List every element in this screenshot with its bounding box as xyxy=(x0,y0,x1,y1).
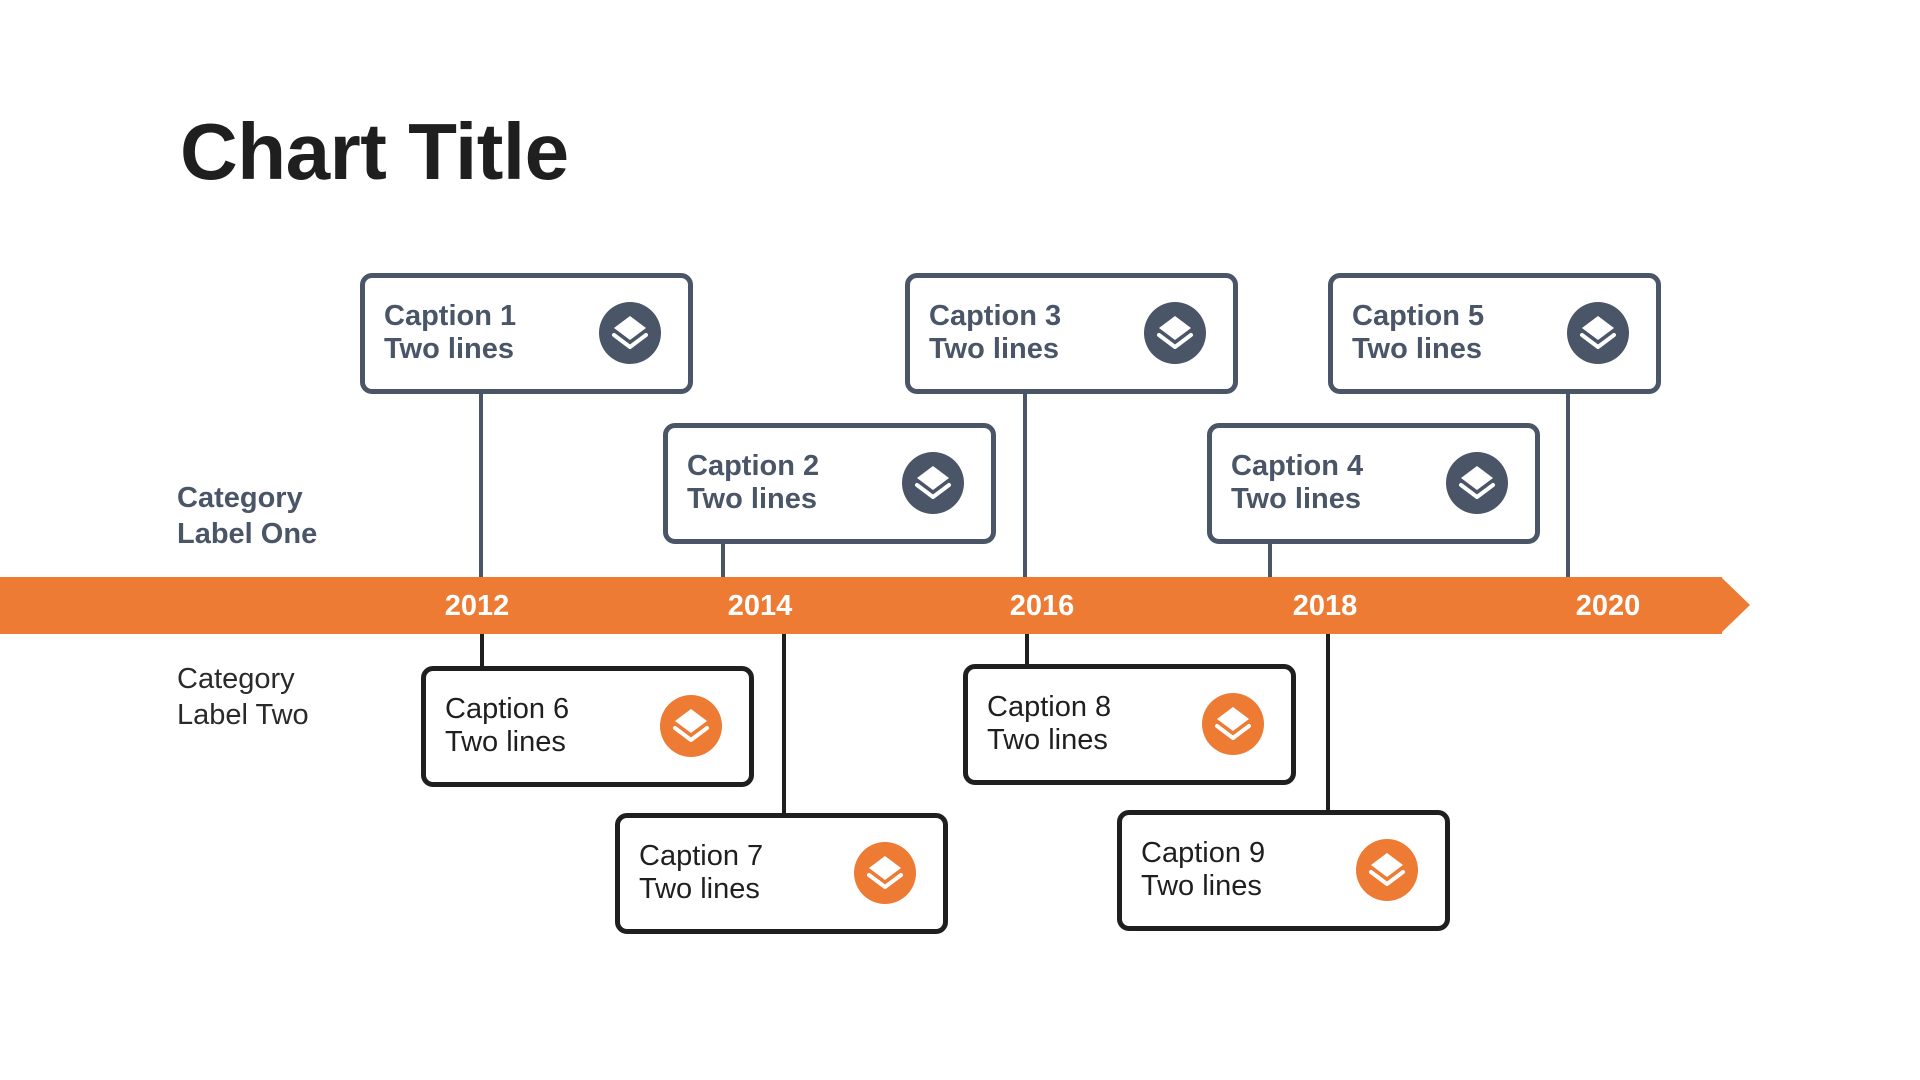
caption-card-9: Caption 9 Two lines xyxy=(1117,810,1450,931)
caption-4-title: Caption 4 xyxy=(1231,450,1364,482)
layers-icon xyxy=(854,842,916,904)
caption-5-subtitle: Two lines xyxy=(1352,333,1482,365)
caption-9-subtitle: Two lines xyxy=(1141,870,1262,902)
caption-card-5: Caption 5 Two lines xyxy=(1328,273,1661,394)
caption-4-subtitle: Two lines xyxy=(1231,483,1361,515)
layers-icon xyxy=(902,452,964,514)
caption-8-subtitle: Two lines xyxy=(987,724,1108,756)
timeline-arrow-head xyxy=(1721,577,1750,633)
category-label-two: Category Label Two xyxy=(177,663,309,731)
caption-9-title: Caption 9 xyxy=(1141,837,1266,869)
caption-card-1: Caption 1 Two lines xyxy=(360,273,693,394)
category-label-one: Category Label One xyxy=(177,482,318,550)
caption-1-title: Caption 1 xyxy=(384,300,517,332)
connector-caption-7 xyxy=(782,630,786,820)
year-label-2018: 2018 xyxy=(1292,590,1358,622)
connector-caption-2 xyxy=(721,540,725,580)
year-label-2016: 2016 xyxy=(1009,590,1075,622)
connector-caption-8 xyxy=(1025,630,1029,670)
caption-2-subtitle: Two lines xyxy=(687,483,817,515)
connector-caption-5 xyxy=(1566,390,1570,580)
caption-card-2: Caption 2 Two lines xyxy=(663,423,996,544)
caption-card-4: Caption 4 Two lines xyxy=(1207,423,1540,544)
year-label-2014: 2014 xyxy=(727,590,793,622)
connector-caption-3 xyxy=(1023,390,1027,580)
layers-icon xyxy=(599,302,661,364)
caption-6-title: Caption 6 xyxy=(445,693,570,725)
caption-card-8: Caption 8 Two lines xyxy=(963,664,1296,785)
year-label-2012: 2012 xyxy=(444,590,510,622)
caption-2-title: Caption 2 xyxy=(687,450,820,482)
chart-title: Chart Title xyxy=(180,107,569,196)
connector-caption-6 xyxy=(480,630,484,670)
caption-7-title: Caption 7 xyxy=(639,840,764,872)
connector-caption-4 xyxy=(1268,540,1272,580)
caption-card-7: Caption 7 Two lines xyxy=(615,813,948,934)
caption-5-title: Caption 5 xyxy=(1352,300,1485,332)
layers-icon xyxy=(1144,302,1206,364)
connector-caption-9 xyxy=(1326,630,1330,820)
layers-icon xyxy=(1567,302,1629,364)
caption-3-subtitle: Two lines xyxy=(929,333,1059,365)
year-label-2020: 2020 xyxy=(1575,590,1641,622)
caption-8-title: Caption 8 xyxy=(987,691,1112,723)
timeline-bar xyxy=(0,577,1722,634)
caption-card-6: Caption 6 Two lines xyxy=(421,666,754,787)
caption-7-subtitle: Two lines xyxy=(639,873,760,905)
caption-1-subtitle: Two lines xyxy=(384,333,514,365)
layers-icon xyxy=(1356,839,1418,901)
caption-card-3: Caption 3 Two lines xyxy=(905,273,1238,394)
caption-3-title: Caption 3 xyxy=(929,300,1062,332)
layers-icon xyxy=(660,695,722,757)
layers-icon xyxy=(1446,452,1508,514)
layers-icon xyxy=(1202,693,1264,755)
caption-6-subtitle: Two lines xyxy=(445,726,566,758)
connector-caption-1 xyxy=(479,390,483,580)
